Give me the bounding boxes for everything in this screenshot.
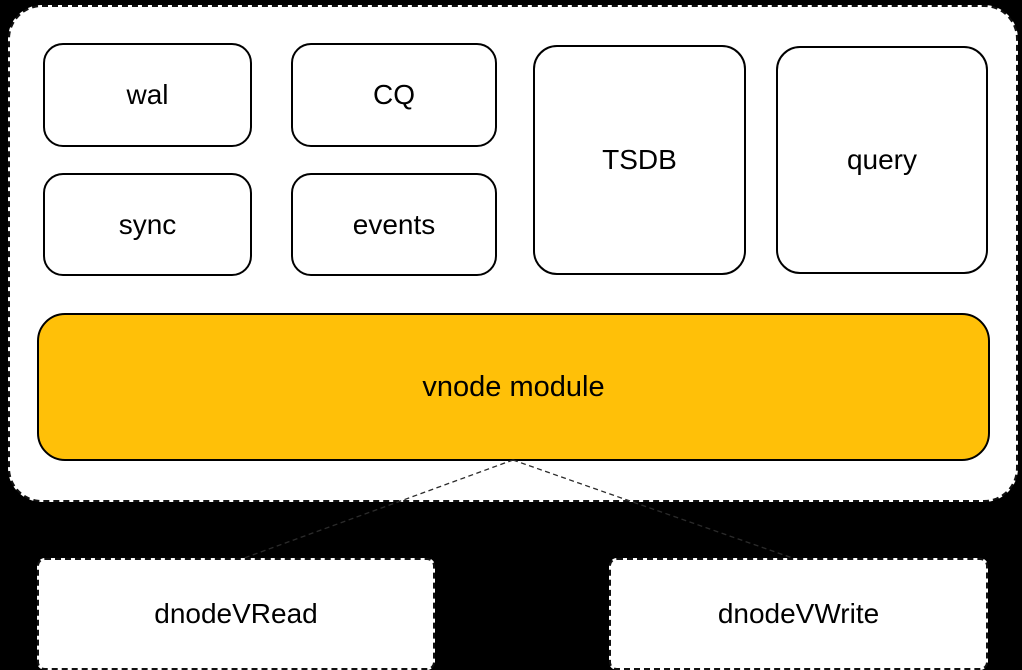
module-box-query: query bbox=[776, 46, 988, 274]
dnode-vwrite-label: dnodeVWrite bbox=[717, 598, 880, 629]
module-box-cq: CQ bbox=[291, 43, 497, 147]
vnode-module-bar: vnode module bbox=[37, 313, 990, 461]
module-box-tsdb: TSDB bbox=[533, 45, 746, 275]
module-label-events: events bbox=[352, 208, 436, 240]
vnode-module-label: vnode module bbox=[422, 370, 605, 403]
module-box-wal: wal bbox=[43, 43, 252, 147]
module-label-cq: CQ bbox=[373, 79, 415, 110]
module-label-wal: wal bbox=[126, 79, 169, 110]
module-label-tsdb: TSDB bbox=[602, 144, 677, 175]
module-box-events: events bbox=[291, 173, 497, 276]
dnode-vread-box: dnodeVRead bbox=[37, 558, 435, 670]
dnode-vwrite-box: dnodeVWrite bbox=[609, 558, 988, 670]
vnode-group-panel: wal CQ sync events TSDB query vnode modu… bbox=[8, 5, 1018, 502]
dnode-vread-label: dnodeVRead bbox=[154, 598, 318, 629]
module-label-sync: sync bbox=[118, 208, 177, 240]
module-label-query: query bbox=[846, 144, 918, 175]
module-box-sync: sync bbox=[43, 173, 252, 276]
